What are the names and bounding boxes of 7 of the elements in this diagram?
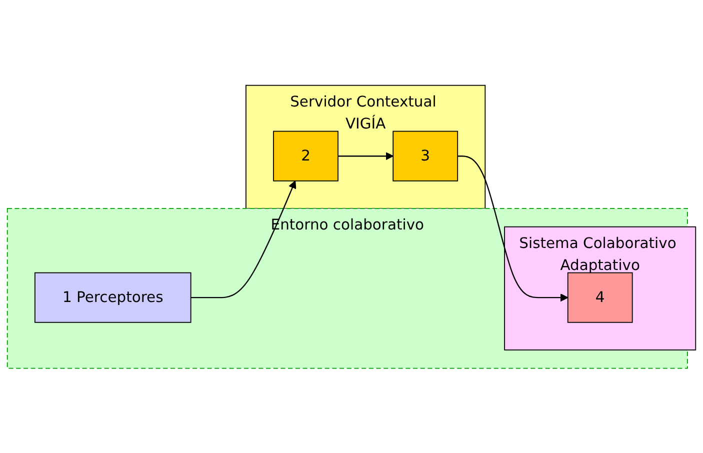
arrow (338, 152, 394, 160)
node-box: 3 (392, 130, 458, 182)
node-box: 4 (567, 272, 633, 322)
node-box: 2 (273, 130, 338, 182)
arrow (190, 180, 296, 298)
arrow (458, 155, 568, 302)
node-box: 1 Perceptores (34, 272, 192, 322)
